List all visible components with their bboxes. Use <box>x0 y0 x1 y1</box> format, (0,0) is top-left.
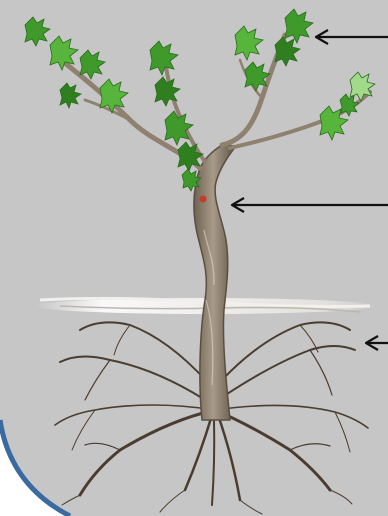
graft-mark <box>200 196 207 203</box>
